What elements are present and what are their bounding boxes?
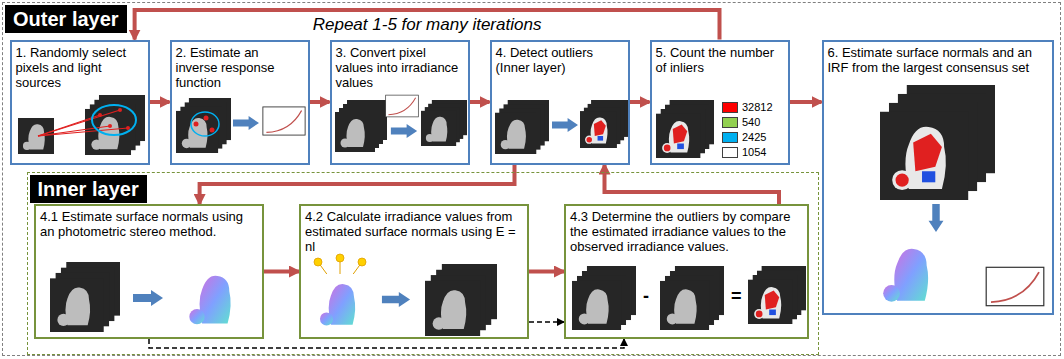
step-text: 6. Estimate surface normals and an IRF f… — [824, 42, 1052, 75]
process-box: 4. Detect outliers (Inner layer) — [490, 40, 630, 165]
result-box: 6. Estimate surface normals and an IRF f… — [822, 40, 1054, 315]
process-box: 3. Convert pixel values into irradiance … — [330, 40, 470, 165]
legend-row: 2425 — [722, 130, 766, 144]
process-arrow — [310, 100, 330, 104]
legend-row: 32812 — [722, 100, 773, 114]
process-arrow — [470, 100, 490, 104]
step-text: 4.1 Estimate surface normals using an ph… — [36, 206, 262, 239]
legend-swatch — [722, 147, 738, 158]
legend-swatch — [722, 117, 738, 128]
legend-swatch — [722, 132, 738, 143]
legend-count: 2425 — [742, 131, 766, 143]
inner-region: Inner layer 4.1 Estimate surface normals … — [27, 172, 819, 355]
region-label: Inner layer — [30, 175, 147, 203]
legend-count: 540 — [742, 116, 760, 128]
process-arrow — [605, 165, 780, 205]
substep-box: 4.3 Determine the outliers by compare th… — [564, 204, 809, 339]
process-box: 1. Randomly select pixels and light sour… — [10, 40, 150, 165]
substep-box: 4.2 Calculate irradiance values from est… — [299, 204, 529, 339]
process-arrow — [264, 270, 299, 274]
legend-count: 1054 — [742, 146, 766, 158]
process-arrow — [529, 270, 564, 274]
legend-count: 32812 — [742, 101, 773, 113]
operator-symbol: = — [731, 286, 742, 306]
step-text: 5. Count the number of inliers — [652, 42, 788, 75]
operator-symbol: - — [643, 286, 649, 306]
step-text: 4.2 Calculate irradiance values from est… — [301, 206, 527, 254]
step-text: 1. Randomly select pixels and light sour… — [12, 42, 148, 90]
step-text: 3. Convert pixel values into irradiance … — [332, 42, 468, 90]
process-arrow — [790, 100, 822, 104]
legend-row: 540 — [722, 115, 760, 129]
step-text: 2. Estimate an inverse response function — [172, 42, 308, 90]
process-box: 2. Estimate an inverse response function — [170, 40, 310, 165]
substep-box: 4.1 Estimate surface normals using an ph… — [34, 204, 264, 339]
legend-swatch — [722, 102, 738, 113]
loop-label: Repeat 1-5 for many iterations — [309, 15, 546, 35]
region-label: Outer layer — [5, 5, 127, 33]
step-text: 4.3 Determine the outliers by compare th… — [566, 206, 807, 254]
legend-row: 1054 — [722, 145, 766, 159]
data-flow-arrow — [529, 321, 564, 323]
process-arrow — [135, 10, 720, 40]
step-text: 4. Detect outliers (Inner layer) — [492, 42, 628, 75]
process-arrow — [200, 165, 515, 205]
process-arrow — [150, 100, 170, 104]
data-flow-arrow — [149, 339, 624, 348]
process-arrow — [630, 100, 650, 104]
